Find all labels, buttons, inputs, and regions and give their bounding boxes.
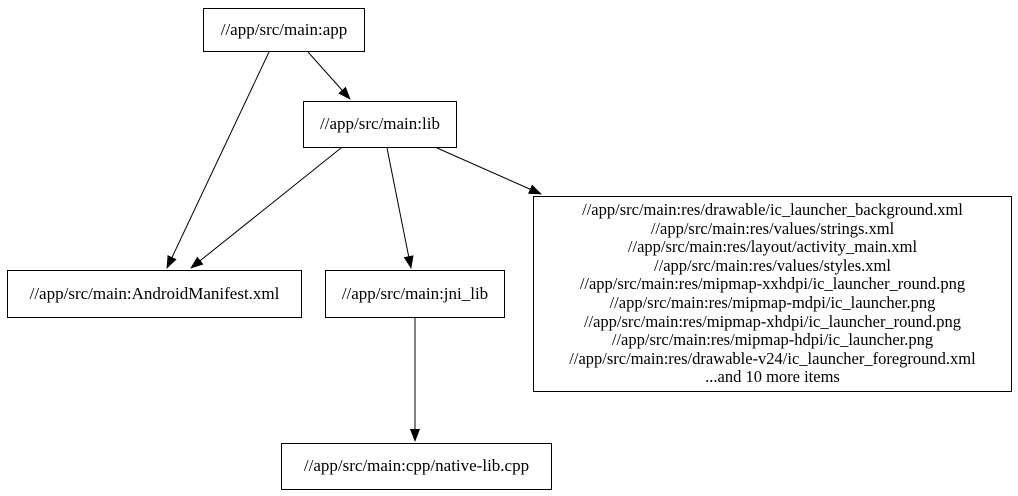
resource-item: //app/src/main:res/layout/activity_main.… [627,237,918,257]
edge-lib-jnilib [386,147,414,269]
node-app-label: //app/src/main:app [220,19,348,39]
resource-item: //app/src/main:res/drawable/ic_launcher_… [582,200,963,220]
edge-lib-resources [436,147,542,195]
edge-app-manifest [166,51,270,269]
node-android-manifest: //app/src/main:AndroidManifest.xml [7,270,302,318]
node-resources: //app/src/main:res/drawable/ic_launcher_… [533,196,1012,392]
edge-lib-manifest [190,147,342,269]
edge-app-lib [307,51,351,100]
resource-item: //app/src/main:res/mipmap-xxhdpi/ic_laun… [579,274,966,294]
node-jni-lib-label: //app/src/main:jni_lib [341,283,489,303]
resource-item: //app/src/main:res/values/styles.xml [654,255,891,275]
resource-item: //app/src/main:res/mipmap-xhdpi/ic_launc… [583,311,962,331]
resource-item: //app/src/main:res/drawable-v24/ic_launc… [569,348,976,368]
node-lib: //app/src/main:lib [303,101,457,148]
resource-item: //app/src/main:res/mipmap-mdpi/ic_launch… [609,293,936,312]
node-android-manifest-label: //app/src/main:AndroidManifest.xml [29,283,280,303]
node-native-lib-label: //app/src/main:cpp/native-lib.cpp [303,456,530,476]
resource-item: //app/src/main:res/mipmap-hdpi/ic_launch… [611,330,934,350]
resource-more-items: ...and 10 more items [705,367,840,387]
resource-item: //app/src/main:res/values/strings.xml [650,218,895,238]
node-app: //app/src/main:app [203,8,365,52]
node-lib-label: //app/src/main:lib [320,114,440,134]
node-jni-lib: //app/src/main:jni_lib [325,270,505,318]
node-native-lib: //app/src/main:cpp/native-lib.cpp [281,443,552,490]
